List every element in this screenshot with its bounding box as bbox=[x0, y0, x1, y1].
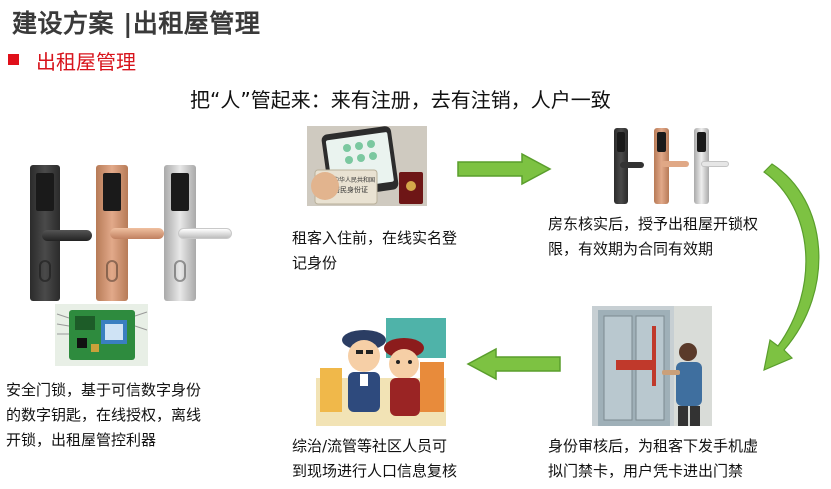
landlord-locks-image bbox=[612, 126, 732, 206]
verify-caption-line: 拟门禁卡，用户凭卡进出门禁 bbox=[548, 459, 828, 484]
lock-caption-line: 开锁，出租屋管控利器 bbox=[6, 428, 246, 453]
smart-lock-image bbox=[28, 160, 233, 305]
curved-arrow-icon bbox=[758, 160, 830, 380]
community-caption-line: 综治/流管等社区人员可 bbox=[292, 434, 512, 459]
lock-caption: 安全门锁，基于可信数字身份 的数字钥匙，在线授权，离线 开锁，出租屋管控利器 bbox=[6, 378, 246, 453]
arrow-left-icon bbox=[466, 347, 562, 381]
silver-handle-icon bbox=[178, 228, 232, 239]
lock-caption-line: 安全门锁，基于可信数字身份 bbox=[6, 378, 246, 403]
rose-gold-handle-icon bbox=[110, 228, 164, 239]
phone-id-card-image: 中华人民共和国 居民身份证 bbox=[307, 126, 427, 206]
community-officers-image bbox=[316, 318, 446, 426]
community-caption-line: 到现场进行人口信息复核 bbox=[292, 459, 512, 484]
slide-subtitle: 把“人”管起来：来有注册，去有注销，人户一致 bbox=[190, 84, 611, 113]
verify-caption: 身份审核后，为租客下发手机虚 拟门禁卡，用户凭卡进出门禁 bbox=[548, 434, 828, 484]
circuit-board-image bbox=[55, 304, 148, 366]
id-card-text: 中华人民共和国 bbox=[333, 176, 375, 184]
section-heading: 出租屋管理 bbox=[36, 46, 136, 75]
community-caption: 综治/流管等社区人员可 到现场进行人口信息复核 bbox=[292, 434, 512, 484]
bullet-icon bbox=[8, 54, 19, 65]
register-caption-line: 租客入住前，在线实名登 bbox=[292, 226, 502, 251]
black-handle-icon bbox=[620, 162, 644, 168]
register-caption-line: 记身份 bbox=[292, 251, 502, 276]
rose-gold-handle-icon bbox=[661, 161, 689, 167]
verify-caption-line: 身份审核后，为租客下发手机虚 bbox=[548, 434, 828, 459]
arrow-right-icon bbox=[456, 152, 552, 186]
register-caption: 租客入住前，在线实名登 记身份 bbox=[292, 226, 502, 276]
slide-title: 建设方案 |出租屋管理 bbox=[12, 4, 260, 40]
black-handle-icon bbox=[42, 230, 92, 241]
lock-caption-line: 的数字钥匙，在线授权，离线 bbox=[6, 403, 246, 428]
door-access-photo bbox=[592, 306, 712, 426]
silver-handle-icon bbox=[701, 161, 729, 167]
